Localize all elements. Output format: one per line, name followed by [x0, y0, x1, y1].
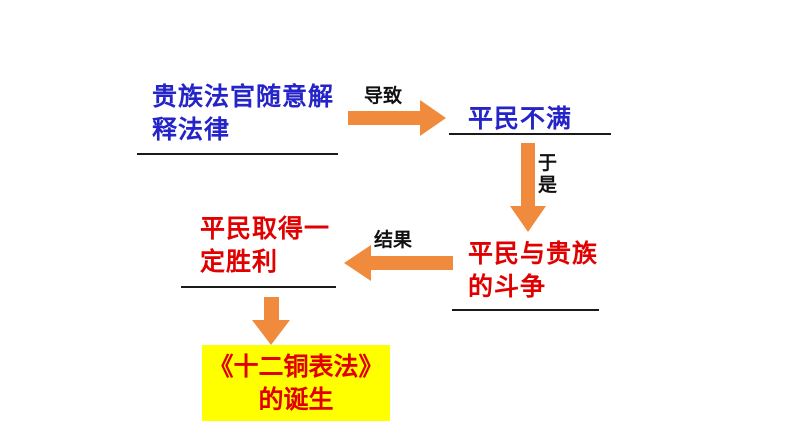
node-discontent: 平民不满 [468, 104, 573, 133]
divider-struggle [452, 309, 599, 311]
edge-label-thus: 于 是 [538, 152, 557, 196]
edge-label-result: 结果 [374, 229, 413, 251]
node-judges: 贵族法官随意解 释法律 [152, 80, 334, 146]
arrow-down-icon-2 [252, 297, 290, 345]
node-judges-line2: 释法律 [152, 115, 231, 144]
divider-discontent [449, 133, 611, 135]
node-judges-line1: 贵族法官随意解 [152, 82, 335, 111]
node-struggle-line1: 平民与贵族 [468, 239, 599, 268]
edge-label-thus-line2: 是 [538, 174, 558, 196]
edge-label-lead-to: 导致 [364, 85, 403, 107]
divider-victory [181, 286, 336, 288]
arrow-right-icon [348, 100, 446, 136]
node-twelve-tables-line2: 的诞生 [258, 385, 334, 414]
node-victory: 平民取得一 定胜利 [200, 212, 330, 278]
edge-label-thus-line1: 于 [538, 152, 558, 174]
node-twelve-tables: 《十二铜表法》 的诞生 [202, 345, 390, 421]
node-struggle-line2: 的斗争 [468, 272, 547, 301]
arrow-left-icon [344, 245, 453, 281]
node-victory-line2: 定胜利 [200, 247, 279, 276]
node-twelve-tables-line1: 《十二铜表法》 [208, 352, 384, 381]
node-victory-line1: 平民取得一 [200, 214, 331, 243]
divider-judges [137, 153, 338, 155]
arrow-down-icon [510, 143, 546, 232]
node-struggle: 平民与贵族 的斗争 [468, 237, 598, 303]
